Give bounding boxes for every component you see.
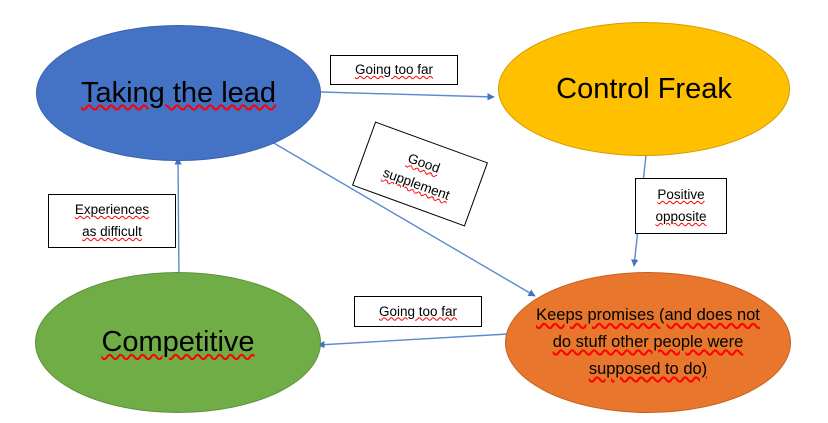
node-taking-the-lead[interactable]: Taking the lead [36,25,321,161]
edge-label-positive-opposite-text: Positive opposite [655,187,707,224]
arrow-lead-to-promises [271,141,536,297]
node-competitive[interactable]: Competitive [35,272,321,413]
arrow-competitive-to-lead [174,157,182,284]
arrow-lead-to-freak [320,91,495,101]
arrow-promises-to-competitive [317,333,509,349]
edge-label-going-too-far-top[interactable]: Going too far [330,55,458,85]
node-control-freak-label: Control Freak [556,72,732,105]
edge-label-going-too-far-top-text: Going too far [354,62,434,78]
edge-label-going-too-far-bottom-text: Going too far [378,303,458,319]
node-competitive-label: Competitive [101,326,255,359]
edge-label-positive-opposite[interactable]: Positive opposite [635,178,727,234]
node-taking-the-lead-label: Taking the lead [80,76,277,109]
node-keeps-promises[interactable]: Keeps promises (and does not do stuff ot… [505,272,791,413]
edge-label-going-too-far-bottom[interactable]: Going too far [354,296,482,327]
node-control-freak[interactable]: Control Freak [498,22,790,156]
edge-label-experiences-as-difficult[interactable]: Experiences as difficult [48,194,176,248]
edge-label-good-supplement-text: Good supplement [381,150,452,203]
edge-label-experiences-as-difficult-text: Experiences as difficult [74,202,150,239]
node-keeps-promises-label: Keeps promises (and does not do stuff ot… [536,306,760,378]
